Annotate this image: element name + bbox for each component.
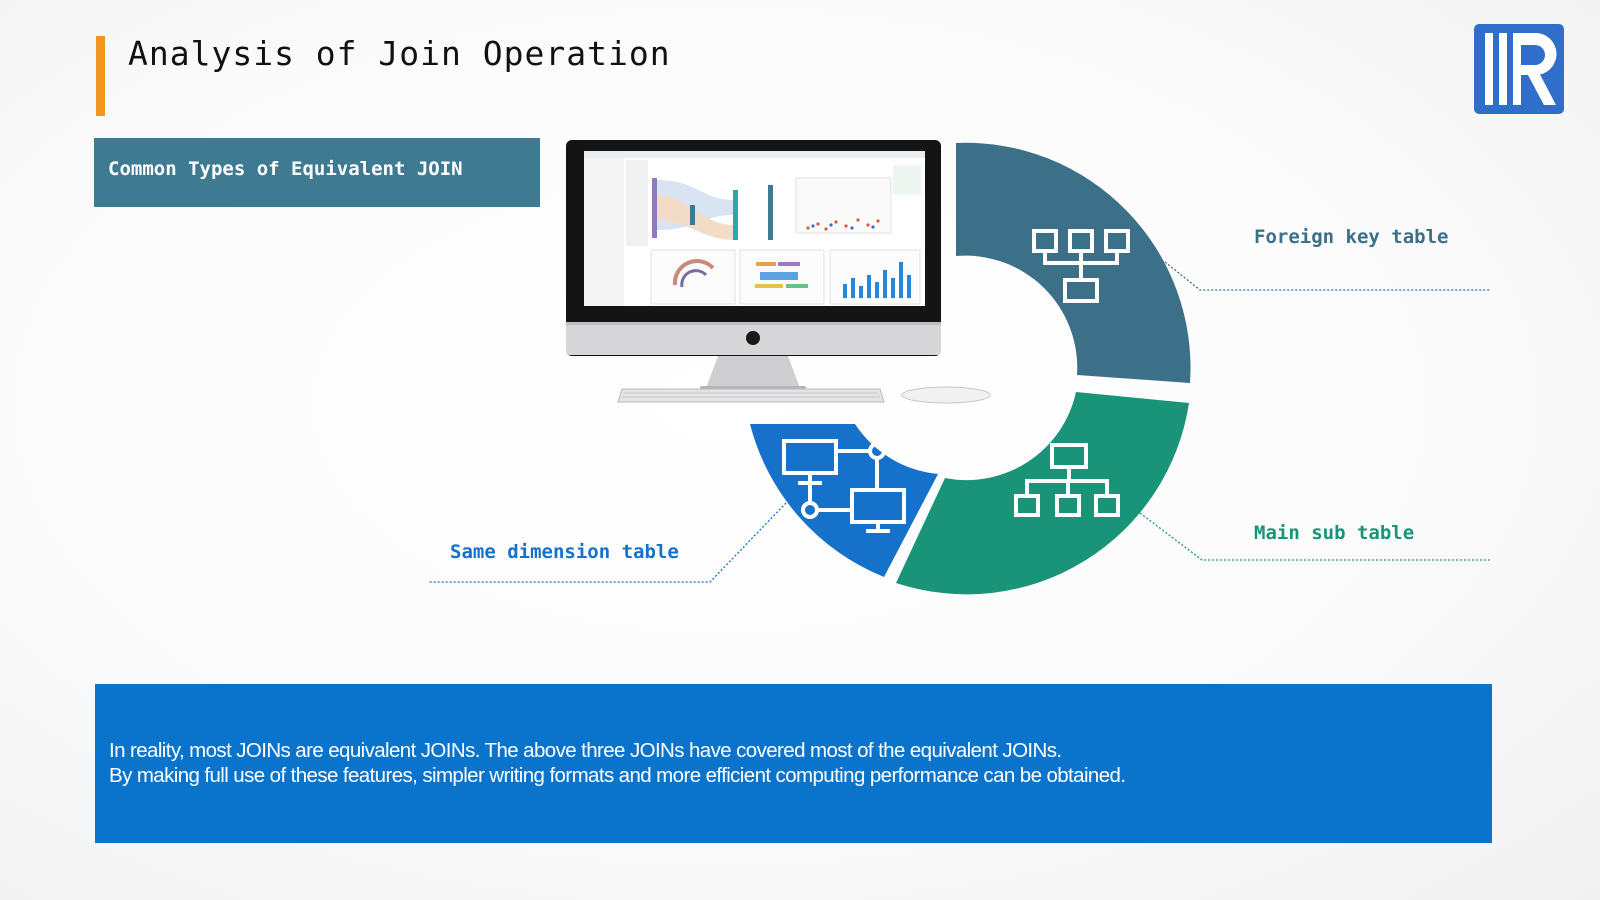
company-logo <box>1474 24 1564 114</box>
org-chart-icon <box>1014 443 1120 517</box>
section-header: Common Types of Equivalent JOIN <box>94 138 540 207</box>
summary-box: In reality, most JOINs are equivalent JO… <box>95 684 1492 843</box>
summary-line-1: In reality, most JOINs are equivalent JO… <box>109 739 1062 762</box>
network-icon <box>782 439 906 533</box>
foreign-key-table-label: Foreign key table <box>1254 226 1449 248</box>
page-title: Analysis of Join Operation <box>128 34 671 73</box>
leader-same-dimension <box>428 502 787 583</box>
segment-same-dimension <box>750 424 938 577</box>
summary-line-2: By making full use of these features, si… <box>109 764 1126 787</box>
leader-foreign-key <box>1164 261 1490 291</box>
title-accent-bar <box>96 36 105 116</box>
computer-image <box>566 140 991 404</box>
hierarchy-icon <box>1032 229 1130 303</box>
leader-main-sub <box>1139 512 1490 561</box>
same-dimension-table-label: Same dimension table <box>450 541 679 563</box>
main-sub-table-label: Main sub table <box>1254 522 1415 544</box>
segment-main-sub <box>896 392 1189 595</box>
